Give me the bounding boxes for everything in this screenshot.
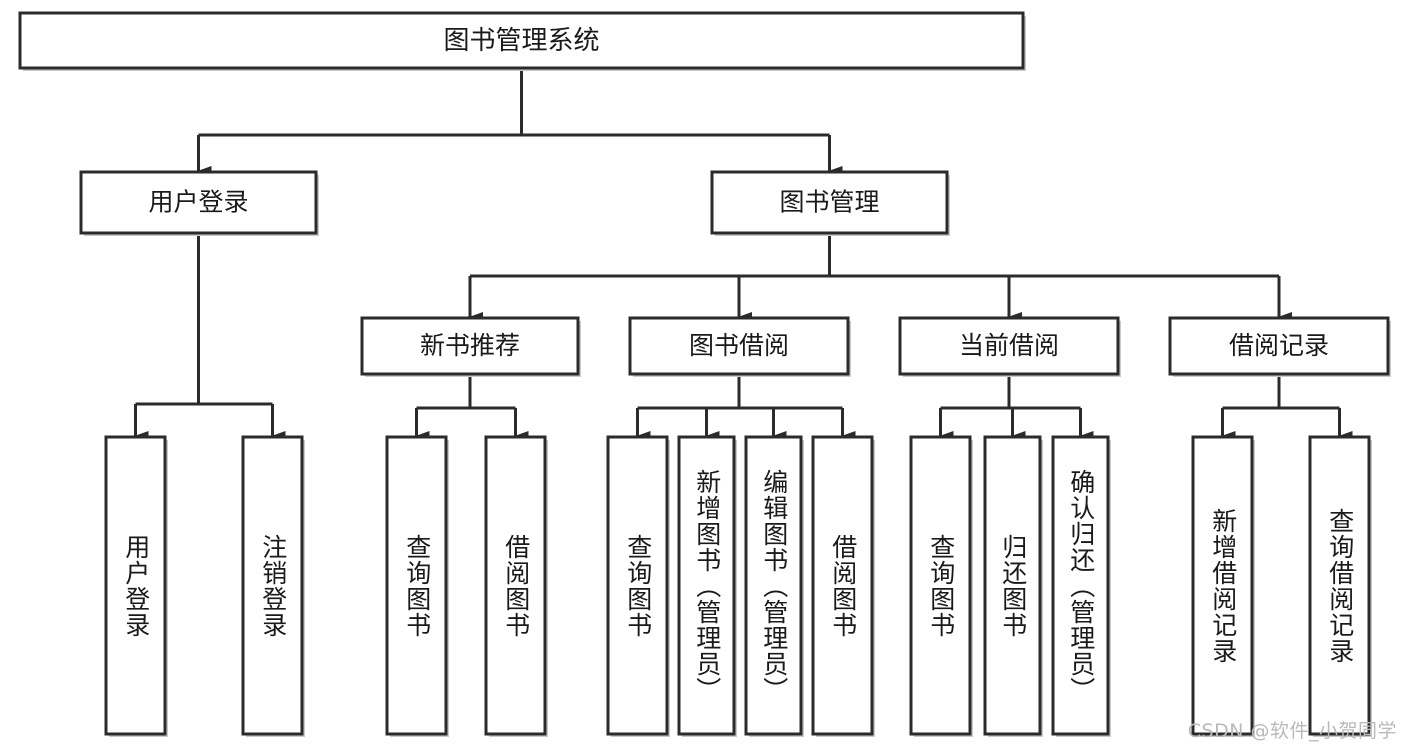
node-box-leaf-query-book-cur[interactable]	[909, 435, 972, 736]
node-label-current-borrow: 当前借阅	[959, 331, 1059, 360]
node-box-leaf-query-book-rec[interactable]	[385, 435, 448, 736]
node-box-leaf-query-book-borrow[interactable]	[606, 435, 669, 736]
node-box-leaf-edit-book[interactable]	[744, 435, 803, 736]
node-box-current-borrow[interactable]	[898, 316, 1120, 376]
node-label-book-manage: 图书管理	[779, 188, 879, 217]
node-box-new-book-rec[interactable]	[360, 316, 580, 376]
node-box-leaf-user-login[interactable]	[104, 435, 167, 736]
node-box-root[interactable]	[18, 11, 1025, 70]
node-box-leaf-add-record[interactable]	[1191, 435, 1254, 736]
node-box-leaf-return-book[interactable]	[983, 435, 1042, 736]
connector-layer	[134, 68, 1353, 441]
node-box-leaf-add-book[interactable]	[677, 435, 736, 736]
node-box-book-borrow[interactable]	[628, 316, 850, 376]
node-label-user-login: 用户登录	[148, 188, 248, 217]
node-box-leaf-logout[interactable]	[241, 435, 304, 736]
node-label-new-book-rec: 新书推荐	[420, 331, 520, 360]
node-box-leaf-query-record[interactable]	[1308, 435, 1371, 736]
node-box-user-login[interactable]	[79, 170, 318, 235]
node-label-root: 图书管理系统	[443, 26, 599, 56]
node-box-book-manage[interactable]	[710, 170, 949, 235]
node-box-borrow-record[interactable]	[1168, 316, 1390, 376]
node-box-leaf-confirm-return[interactable]	[1051, 435, 1110, 736]
node-box-leaf-borrow-book[interactable]	[811, 435, 874, 736]
node-label-book-borrow: 图书借阅	[689, 331, 789, 360]
watermark-text: CSDN @软件_小贺同学	[1187, 720, 1397, 742]
node-label-borrow-record: 借阅记录	[1229, 331, 1329, 360]
node-box-leaf-borrow-book-rec[interactable]	[484, 435, 547, 736]
